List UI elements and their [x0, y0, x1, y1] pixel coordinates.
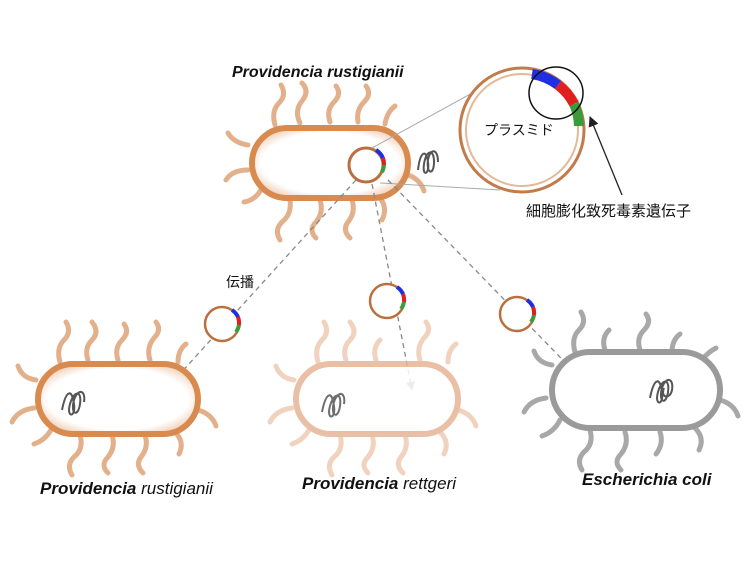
top-species-label: Providencia rustigianii — [232, 64, 404, 81]
bottom-left-chromosome — [61, 391, 86, 416]
bottom-mid-species: rettgeri — [403, 474, 457, 493]
transfer-arrow-mid — [371, 183, 415, 391]
transfer-arrow-left — [157, 179, 357, 399]
bottom-right-species-label: Escherichia coli — [582, 470, 712, 489]
transfer-label: 伝播 — [226, 275, 254, 291]
toxin-gene-segments — [531, 69, 584, 127]
bottom-mid-cell — [293, 361, 461, 437]
zoom-line-lower — [379, 182, 501, 191]
bottom-left-genus: Providencia — [40, 479, 137, 498]
bottom-right-cell — [549, 349, 723, 431]
bottom-left-cell — [35, 361, 201, 437]
bottom-left-species-label: Providencia rustigianii — [40, 479, 213, 499]
toxin-gene-label: 細胞膨化致死毒素遺伝子 — [526, 202, 692, 220]
plasmid-zoom — [458, 66, 586, 194]
bottom-mid-species-label: Providencia rettgeri — [302, 474, 456, 494]
bottom-mid-chromosome — [321, 393, 346, 418]
gene-highlight-circle — [528, 66, 584, 120]
bottom-mid-genus: Providencia — [302, 474, 399, 493]
bottom-left-species: rustigianii — [141, 479, 213, 498]
bottom-right-chromosome — [649, 379, 674, 404]
top-plasmid — [347, 146, 387, 184]
bottom-mid-bacterium — [267, 319, 479, 478]
transfer-plasmid-left — [203, 305, 242, 343]
top-bacterium — [223, 80, 439, 243]
bottom-left-flagella — [9, 319, 219, 478]
bottom-left-bacterium — [9, 319, 219, 478]
plasmid-label: プラスミド — [484, 123, 554, 139]
transfer-plasmid-right — [498, 295, 537, 333]
top-bacterium-chromosome — [417, 150, 439, 174]
toxin-gene-arrow — [588, 116, 623, 196]
bottom-right-bacterium — [521, 309, 741, 473]
transfer-arrow-right — [387, 179, 591, 389]
bottom-mid-flagella — [267, 319, 479, 478]
transfer-plasmid-mid — [368, 282, 407, 320]
